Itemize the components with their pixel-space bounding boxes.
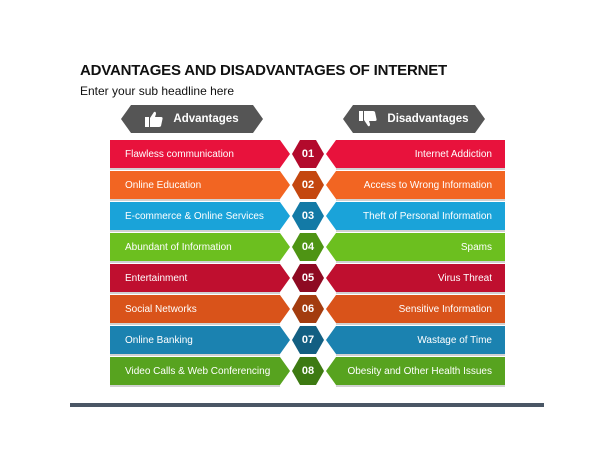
bar-shadow <box>336 260 505 263</box>
advantage-item: Entertainment <box>110 264 290 292</box>
advantage-item: Flawless communication <box>110 140 290 168</box>
disadvantages-label: Disadvantages <box>387 113 469 125</box>
bar-shadow <box>110 260 280 263</box>
row-number-badge: 06 <box>292 295 324 323</box>
slide-title: ADVANTAGES AND DISADVANTAGES OF INTERNET <box>80 62 448 79</box>
bar-shadow <box>110 167 280 170</box>
advantages-label: Advantages <box>173 113 239 125</box>
row-number-badge: 07 <box>292 326 324 354</box>
row-number-badge: 05 <box>292 264 324 292</box>
bar-shadow <box>336 198 505 201</box>
disadvantage-item: Virus Threat <box>326 264 505 292</box>
disadvantage-item: Access to Wrong Information <box>326 171 505 199</box>
bar-shadow <box>110 322 280 325</box>
disadvantage-item: Wastage of Time <box>326 326 505 354</box>
thumbs-up-icon <box>145 111 163 127</box>
slide-subtitle: Enter your sub headline here <box>80 84 235 98</box>
advantage-item: Video Calls & Web Conferencing <box>110 357 290 385</box>
footer-divider <box>70 403 544 407</box>
advantage-item: Online Education <box>110 171 290 199</box>
bar-shadow <box>336 167 505 170</box>
disadvantage-item: Spams <box>326 233 505 261</box>
disadvantages-header: Disadvantages <box>343 105 485 133</box>
disadvantage-item: Internet Addiction <box>326 140 505 168</box>
bar-shadow <box>110 198 280 201</box>
disadvantage-item: Obesity and Other Health Issues <box>326 357 505 385</box>
bar-shadow <box>336 322 505 325</box>
row-number-badge: 08 <box>292 357 324 385</box>
row-number-badge: 04 <box>292 233 324 261</box>
bar-shadow <box>110 291 280 294</box>
advantage-item: Social Networks <box>110 295 290 323</box>
bar-shadow <box>336 229 505 232</box>
bar-shadow <box>336 384 505 387</box>
advantage-item: Abundant of Information <box>110 233 290 261</box>
disadvantage-item: Sensitive Information <box>326 295 505 323</box>
row-number-badge: 01 <box>292 140 324 168</box>
bar-shadow <box>110 384 280 387</box>
advantage-item: E-commerce & Online Services <box>110 202 290 230</box>
bar-shadow <box>336 353 505 356</box>
bar-shadow <box>110 353 280 356</box>
thumbs-down-icon <box>359 111 377 127</box>
advantages-header: Advantages <box>121 105 263 133</box>
disadvantage-item: Theft of Personal Information <box>326 202 505 230</box>
bar-shadow <box>336 291 505 294</box>
bar-shadow <box>110 229 280 232</box>
row-number-badge: 02 <box>292 171 324 199</box>
row-number-badge: 03 <box>292 202 324 230</box>
advantage-item: Online Banking <box>110 326 290 354</box>
